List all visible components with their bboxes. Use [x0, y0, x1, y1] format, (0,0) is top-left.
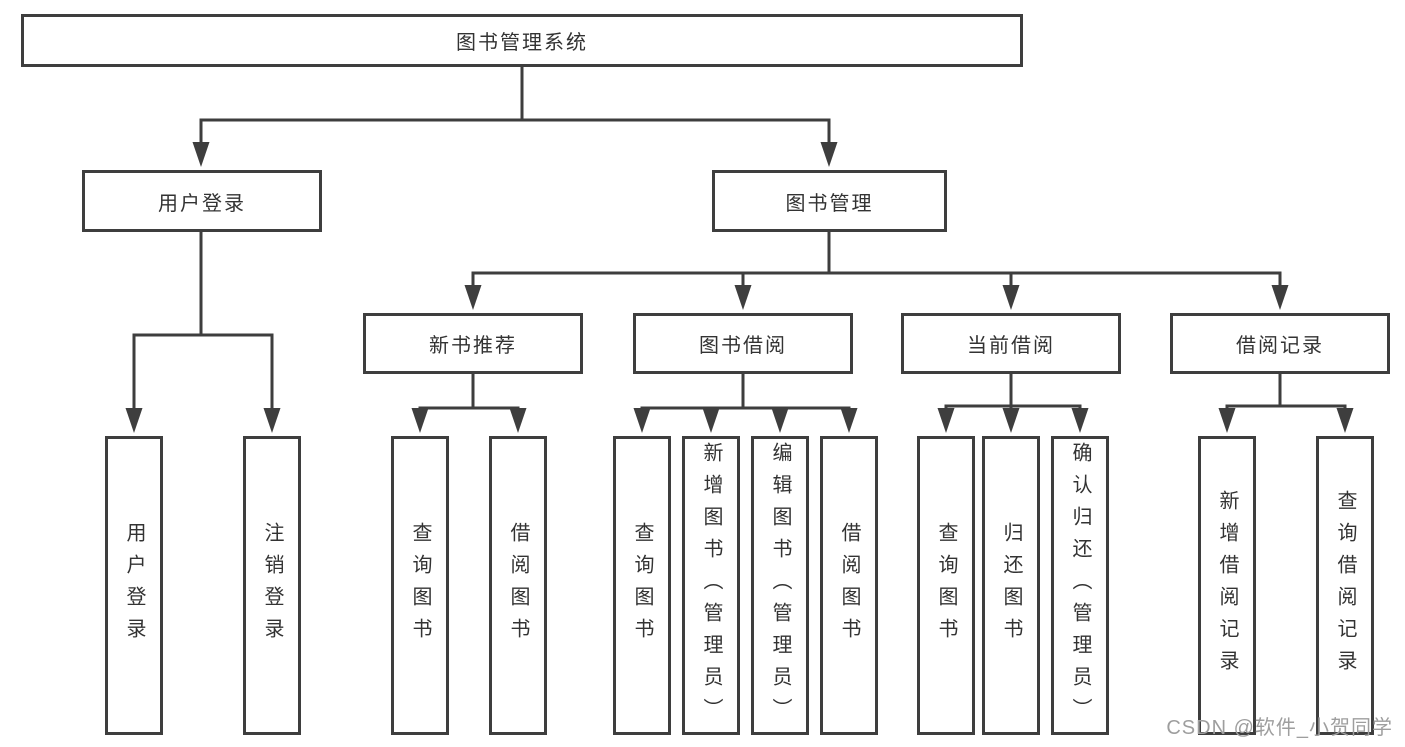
node-label: 用户登录 — [158, 192, 246, 215]
arrow-leaf-user-login — [125, 408, 143, 433]
leaf-label: 新增借阅记录 — [1216, 489, 1238, 682]
node-current-borrow: 当前借阅 — [901, 313, 1121, 374]
node-label: 图书借阅 — [699, 335, 787, 357]
node-new-book-recommend: 新书推荐 — [363, 313, 583, 374]
node-label: 图书管理系统 — [456, 32, 588, 54]
node-borrow-records: 借阅记录 — [1170, 313, 1390, 374]
leaf-user-login: 用户登录 — [105, 436, 163, 735]
node-user-login: 用户登录 — [82, 170, 322, 232]
arrow-borrow-records — [1271, 285, 1289, 310]
node-book-borrow: 图书借阅 — [633, 313, 853, 374]
leaf-confirm-return-admin: 确认归还（管理员） — [1051, 436, 1109, 735]
leaf-query-books-3: 查询图书 — [917, 436, 975, 735]
leaf-borrow-books-2: 借阅图书 — [820, 436, 878, 735]
node-book-management: 图书管理 — [712, 170, 947, 232]
arrow-current-borrow — [1002, 285, 1020, 310]
arrow-book-borrow — [734, 285, 752, 310]
leaf-edit-book-admin: 编辑图书（管理员） — [751, 436, 809, 735]
arrow-leaf-logout — [263, 408, 281, 433]
leaf-query-borrow-record: 查询借阅记录 — [1316, 436, 1374, 735]
leaf-add-book-admin: 新增图书（管理员） — [682, 436, 740, 735]
arrow-query-books-2 — [633, 408, 651, 433]
leaf-label: 查询图书 — [409, 521, 431, 650]
arrow-user-login — [192, 142, 210, 167]
leaf-query-books-1: 查询图书 — [391, 436, 449, 735]
node-label: 图书管理 — [785, 192, 874, 215]
arrow-add-book — [702, 408, 720, 433]
node-label: 新书推荐 — [429, 335, 517, 357]
arrow-borrow-books-1 — [509, 408, 527, 433]
arrow-borrow-books-2 — [840, 408, 858, 433]
leaf-query-books-2: 查询图书 — [613, 436, 671, 735]
arrow-return-books — [1002, 408, 1020, 433]
csdn-watermark: CSDN @软件_小贺同学 — [1166, 717, 1393, 739]
arrow-new-book-recommend — [464, 285, 482, 310]
leaf-label: 注销登录 — [261, 521, 283, 650]
leaf-label: 用户登录 — [123, 521, 145, 650]
arrow-add-borrow-record — [1218, 408, 1236, 433]
leaf-label: 新增图书（管理员） — [700, 441, 722, 730]
arrow-query-borrow-record — [1336, 408, 1354, 433]
leaf-label: 查询图书 — [631, 521, 653, 650]
arrow-book-management — [820, 142, 838, 167]
leaf-label: 确认归还（管理员） — [1069, 441, 1091, 730]
node-label: 借阅记录 — [1236, 335, 1324, 357]
node-label: 当前借阅 — [967, 335, 1055, 357]
leaf-label: 查询借阅记录 — [1334, 489, 1356, 682]
leaf-label: 查询图书 — [935, 521, 957, 650]
leaf-label: 归还图书 — [1000, 521, 1022, 650]
arrow-edit-book — [771, 408, 789, 433]
leaf-label: 借阅图书 — [838, 521, 860, 650]
node-library-management-system: 图书管理系统 — [21, 14, 1023, 67]
leaf-borrow-books-1: 借阅图书 — [489, 436, 547, 735]
leaf-add-borrow-record: 新增借阅记录 — [1198, 436, 1256, 735]
leaf-label: 编辑图书（管理员） — [769, 441, 791, 730]
arrowheads — [125, 142, 1354, 433]
leaf-logout: 注销登录 — [243, 436, 301, 735]
arrow-query-books-3 — [937, 408, 955, 433]
arrow-confirm-return — [1071, 408, 1089, 433]
arrow-query-books-1 — [411, 408, 429, 433]
leaf-return-books: 归还图书 — [982, 436, 1040, 735]
leaf-label: 借阅图书 — [507, 521, 529, 650]
